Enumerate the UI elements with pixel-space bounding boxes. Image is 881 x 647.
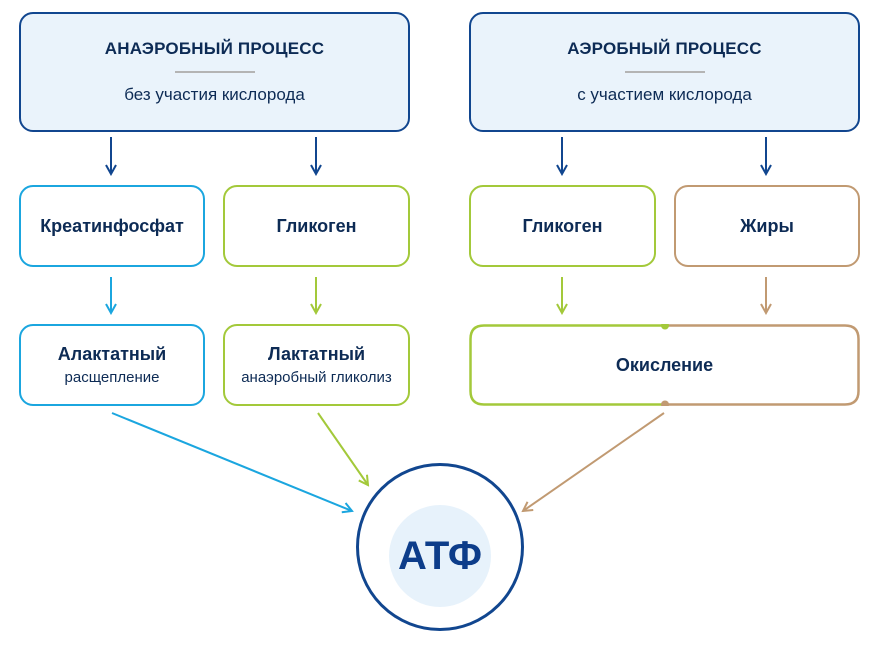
oxidation-label: Окисление bbox=[615, 354, 714, 375]
creatine-phosphate-box: Креатинфосфат bbox=[19, 185, 205, 267]
creatine-phosphate-label: Креатинфосфат bbox=[40, 215, 184, 236]
aerobic-process-subtitle: с участием кислорода bbox=[577, 85, 752, 104]
anaerobic-glycogen-label: Гликоген bbox=[276, 215, 357, 236]
aerobic-glycogen-label: Гликоген bbox=[522, 215, 603, 236]
oxidation-box: Окисление bbox=[469, 324, 860, 406]
anaerobic-process-box: АНАЭРОБНЫЙ ПРОЦЕСС без участия кислорода bbox=[19, 12, 410, 132]
aerobic-process-title: АЭРОБНЫЙ ПРОЦЕСС bbox=[567, 39, 762, 58]
anaerobic-glycogen-box: Гликоген bbox=[223, 185, 410, 267]
aerobic-process-box: АЭРОБНЫЙ ПРОЦЕСС с участием кислорода bbox=[469, 12, 860, 132]
oxidation-border bbox=[469, 324, 860, 406]
atp-circle: АТФ bbox=[389, 505, 491, 607]
aerobic-glycogen-box: Гликоген bbox=[469, 185, 656, 267]
junction-dot-bottom bbox=[661, 400, 669, 406]
divider bbox=[174, 71, 255, 73]
alactic-title: Алактатный bbox=[57, 344, 167, 364]
alactic-box: Алактатный расщепление bbox=[19, 324, 205, 406]
lactic-box: Лактатный анаэробный гликолиз bbox=[223, 324, 410, 406]
divider bbox=[624, 71, 705, 73]
junction-dot-top bbox=[661, 324, 669, 330]
lactic-title: Лактатный bbox=[267, 344, 366, 364]
atp-label: АТФ bbox=[398, 533, 482, 578]
lactic-subtitle: анаэробный гликолиз bbox=[241, 369, 392, 386]
arrow-oxidation-to-atp bbox=[523, 412, 665, 511]
fats-box: Жиры bbox=[674, 185, 860, 267]
anaerobic-process-title: АНАЭРОБНЫЙ ПРОЦЕСС bbox=[104, 39, 325, 58]
arrow-alactic-to-atp bbox=[111, 412, 352, 511]
anaerobic-process-subtitle: без участия кислорода bbox=[124, 85, 305, 104]
alactic-subtitle: расщепление bbox=[64, 369, 160, 386]
fats-label: Жиры bbox=[740, 215, 794, 236]
arrow-lactic-to-atp bbox=[317, 412, 368, 485]
